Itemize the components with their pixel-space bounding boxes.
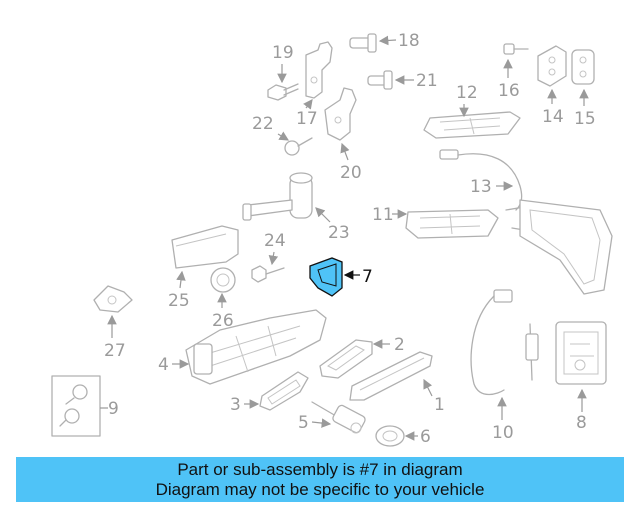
callout-12: 12 — [456, 83, 478, 103]
part-9-clips — [51, 375, 101, 437]
callout-3: 3 — [230, 395, 241, 415]
callout-7: 7 — [362, 267, 373, 287]
callout-17: 17 — [296, 109, 318, 129]
part-22-bolt — [284, 137, 313, 156]
callout-4: 4 — [158, 355, 169, 375]
callout-2: 2 — [394, 335, 405, 355]
callout-11: 11 — [372, 205, 394, 225]
part-3-gasket — [259, 371, 309, 411]
callout-5: 5 — [298, 413, 309, 433]
part-17-hinge — [305, 41, 333, 99]
part-20-hinge — [324, 87, 357, 141]
part-11-inside-handle — [405, 209, 499, 239]
part-25-cover — [171, 225, 239, 269]
callout-20: 20 — [340, 163, 362, 183]
part-12-inside-handle — [423, 111, 521, 139]
part-4-handle-carrier — [185, 309, 327, 385]
part-5-lock-cylinder — [311, 401, 366, 434]
callout-14: 14 — [542, 107, 564, 127]
callout-26: 26 — [212, 311, 234, 331]
callout-13: 13 — [470, 177, 492, 197]
callout-10: 10 — [492, 423, 514, 443]
part-2-gasket — [319, 339, 373, 379]
part-23-door-check — [242, 172, 313, 221]
part-21-bolt — [367, 70, 393, 90]
part-1-outside-handle — [349, 351, 433, 401]
part-7-housing-highlighted — [309, 257, 343, 297]
part-16-bolt — [503, 43, 529, 55]
callout-24: 24 — [264, 231, 286, 251]
callout-1: 1 — [434, 395, 445, 415]
part-24-screw — [251, 265, 285, 283]
callout-8: 8 — [576, 413, 587, 433]
part-19-bolt — [267, 83, 299, 101]
part-10-cable — [470, 289, 539, 396]
callout-15: 15 — [574, 109, 596, 129]
part-27-clip — [93, 285, 133, 313]
part-8-latch — [555, 321, 607, 385]
door-module-frame — [519, 199, 613, 295]
parts-diagram: 19 18 21 17 22 20 23 24 25 26 27 4 3 2 1… — [51, 31, 613, 447]
callout-18: 18 — [398, 31, 420, 51]
callout-9: 9 — [108, 399, 119, 419]
callout-6: 6 — [420, 427, 431, 447]
callout-23: 23 — [328, 223, 350, 243]
callouts: 19 18 21 17 22 20 23 24 25 26 27 4 3 2 1… — [100, 31, 596, 447]
callout-21: 21 — [416, 71, 438, 91]
info-banner: Part or sub-assembly is #7 in diagram Di… — [16, 457, 624, 502]
banner-line-part: Part or sub-assembly is #7 in diagram — [177, 460, 463, 479]
callout-16: 16 — [498, 81, 520, 101]
callout-19: 19 — [272, 43, 294, 63]
part-6-seal — [375, 425, 405, 447]
callout-27: 27 — [104, 341, 126, 361]
banner-line-disclaimer: Diagram may not be specific to your vehi… — [155, 480, 485, 499]
callout-22: 22 — [252, 114, 274, 134]
part-26-grommet — [210, 267, 236, 293]
callout-25: 25 — [168, 291, 190, 311]
part-15-plate — [571, 49, 595, 85]
part-14-striker — [537, 45, 567, 87]
part-18-bolt — [349, 33, 377, 53]
